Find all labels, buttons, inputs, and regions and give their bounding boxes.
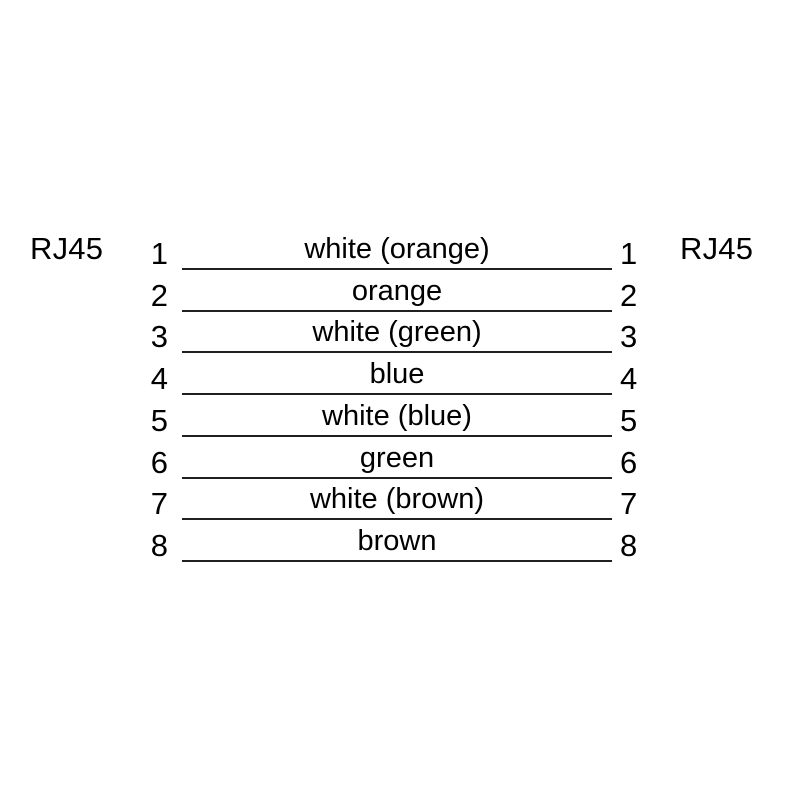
right-pin-number: 1 bbox=[620, 236, 638, 271]
left-pin-number: 5 bbox=[150, 402, 168, 438]
left-pin-number: 4 bbox=[150, 361, 168, 397]
left-pin-number: 7 bbox=[150, 486, 168, 522]
wire-conductor-line bbox=[182, 309, 612, 312]
right-pin-number: 6 bbox=[620, 444, 638, 480]
wire-color-label: blue bbox=[369, 358, 425, 391]
wire-conductor-line bbox=[182, 434, 612, 437]
right-connector-label: RJ45 bbox=[680, 231, 754, 266]
wire-conductor-line bbox=[182, 351, 612, 354]
wire-conductor-line bbox=[182, 559, 612, 562]
wire-conductor-line bbox=[182, 268, 612, 270]
right-pin-number: 7 bbox=[620, 486, 638, 522]
right-pin-number: 4 bbox=[620, 361, 638, 397]
wire-color-label: brown bbox=[357, 524, 437, 557]
right-pin-number: 8 bbox=[620, 527, 638, 563]
left-pin-number: 3 bbox=[150, 319, 168, 355]
right-pin-number: 5 bbox=[620, 402, 638, 438]
wire-conductor-line bbox=[182, 476, 612, 479]
left-pin-number: 1 bbox=[150, 236, 168, 271]
wire-color-label: green bbox=[359, 441, 435, 474]
left-connector-label: RJ45 bbox=[30, 231, 104, 266]
wire-color-label: white (brown) bbox=[309, 483, 485, 516]
left-pin-number: 6 bbox=[150, 444, 168, 480]
left-pin-number: 8 bbox=[150, 527, 168, 563]
right-pin-number: 3 bbox=[620, 319, 638, 355]
wire-color-label: white (orange) bbox=[304, 233, 490, 265]
right-pin-number: 2 bbox=[620, 277, 638, 313]
wire-color-label: orange bbox=[351, 274, 443, 307]
wire-conductor-line bbox=[182, 393, 612, 396]
wire-color-label: white (green) bbox=[312, 316, 482, 349]
wire-color-label: white (blue) bbox=[322, 399, 472, 432]
wire-conductor-line bbox=[182, 518, 612, 521]
left-pin-number: 2 bbox=[150, 277, 168, 313]
